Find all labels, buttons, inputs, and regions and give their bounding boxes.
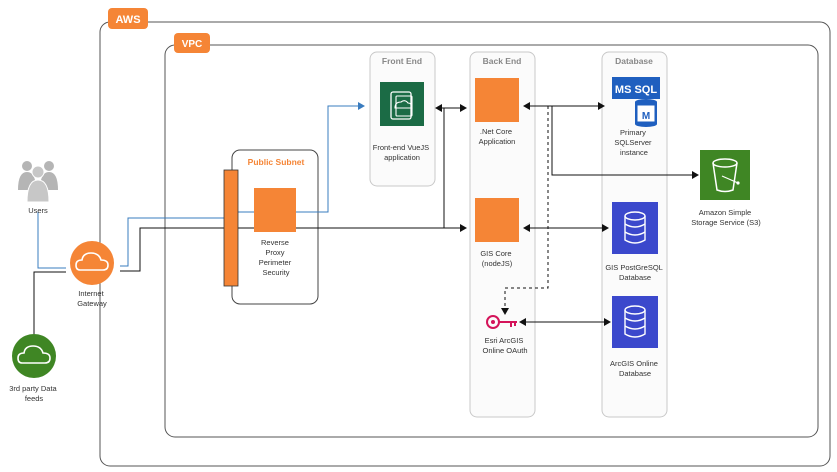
- elastic-ips-bar: [223, 169, 239, 287]
- proxy-label-line3: Perimeter: [259, 258, 292, 267]
- frontend-label-line2: application: [384, 153, 420, 162]
- svg-text:GIS PostGreSQL Database: GIS PostGreSQL Database: [605, 263, 664, 282]
- users-to-gateway-line: [37, 212, 66, 269]
- aws-tag-label: AWS: [115, 14, 140, 26]
- vpc-tag-label: VPC: [182, 39, 203, 50]
- database-column-title: Database: [615, 56, 653, 66]
- users-label: Users: [28, 206, 48, 215]
- thirdparty-label-line2: feeds: [25, 394, 44, 403]
- esri-label-line1: Esri ArcGIS: [485, 336, 524, 345]
- netcore-label-line2: Application: [479, 137, 516, 146]
- aws-tag: [108, 8, 148, 29]
- esri-label-line2: Online OAuth: [482, 346, 527, 355]
- users-icon: [18, 161, 58, 203]
- s3-label-line1: Amazon Simple: [699, 208, 752, 217]
- svg-text:Reverse Proxy Perimete: Reverse Proxy Perimeter Security: [259, 238, 294, 277]
- frontend-app-icon: [380, 82, 424, 126]
- svg-text:Primary SQLServer inst: Primary SQLServer instance: [614, 128, 653, 157]
- mssql-m-letter: M: [642, 111, 650, 122]
- gateway-label-line2: Gateway: [77, 299, 107, 308]
- svg-text:3rd party Data feeds: 3rd party Data feeds: [9, 384, 59, 403]
- svg-text:Esri ArcGIS Online OAuth: Esri ArcGIS Online OAuth: [482, 336, 527, 355]
- vpc-container: VPC: [164, 33, 819, 438]
- frontend-column-title: Front End: [382, 56, 422, 66]
- svg-text:GIS Core (nodeJS): GIS Core (nodeJS): [480, 249, 513, 268]
- internet-gateway-icon: [70, 241, 114, 285]
- postgres-db-icon: [612, 202, 658, 254]
- giscore-icon: [475, 198, 519, 242]
- netcore-label-line1: .Net Core: [480, 127, 512, 136]
- key-icon: [486, 315, 517, 329]
- mssql-label-line2: SQLServer: [614, 138, 652, 147]
- svg-text:Internet Gateway: Internet Gateway: [77, 289, 107, 308]
- netcore-s3-line: [551, 106, 699, 179]
- svg-text:ArcGIS Online Database: ArcGIS Online Database: [610, 359, 660, 378]
- backend-column-title: Back End: [483, 56, 522, 66]
- mssql-badge: MS SQL: [615, 84, 657, 96]
- arcgisdb-label-line1: ArcGIS Online: [610, 359, 658, 368]
- gateway-to-eip-blue-line: [120, 217, 224, 267]
- svg-text:.Net Core Application: .Net Core Application: [479, 127, 516, 146]
- giscore-label-line1: GIS Core: [480, 249, 511, 258]
- mssql-icon: MS SQL M: [612, 77, 660, 127]
- arcgisdb-label-line2: Database: [619, 369, 651, 378]
- svg-text:Amazon Simple Storage Serv: Amazon Simple Storage Service (S3): [691, 208, 761, 227]
- proxy-label-line2: Proxy: [265, 248, 284, 257]
- netcore-esri-dashed-line: [501, 106, 549, 315]
- public-subnet-title: Public Subnet: [248, 157, 305, 167]
- postgres-label-line2: Database: [619, 273, 651, 282]
- vpc-tag: [174, 33, 210, 53]
- netcore-icon: [475, 78, 519, 122]
- svg-text:Front-end VueJS applicatio: Front-end VueJS application: [373, 143, 432, 162]
- reverse-proxy-icon: [254, 188, 296, 232]
- s3-label-line2: Storage Service (S3): [691, 218, 761, 227]
- s3-bucket-icon: [700, 150, 750, 200]
- frontend-label-line1: Front-end VueJS: [373, 143, 429, 152]
- mssql-label-line3: instance: [620, 148, 648, 157]
- proxy-label-line1: Reverse: [261, 238, 289, 247]
- arcgis-db-icon: [612, 296, 658, 348]
- mssql-label-line1: Primary: [620, 128, 646, 137]
- proxy-label-line4: Security: [262, 268, 289, 277]
- thirdparty-label-line1: 3rd party Data: [9, 384, 57, 393]
- connections: [33, 102, 699, 334]
- aws-cloud-container: AWS: [99, 8, 831, 467]
- postgres-label-line1: GIS PostGreSQL: [605, 263, 662, 272]
- giscore-label-line2: (nodeJS): [482, 259, 513, 268]
- gateway-to-eip-black-line: [120, 227, 224, 272]
- gateway-label-line1: Internet: [78, 289, 104, 298]
- thirdparty-to-gateway-line: [33, 271, 66, 334]
- third-party-feeds-icon: [12, 334, 56, 378]
